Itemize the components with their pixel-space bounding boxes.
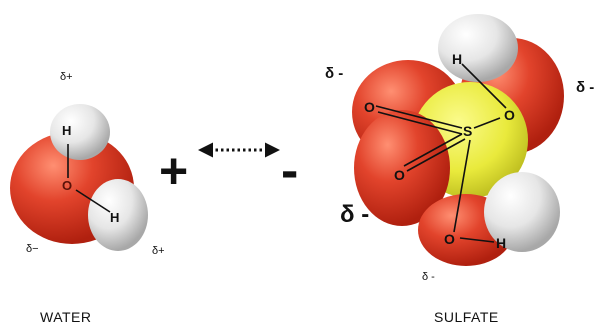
sulfate-bond-o-s-lower-1	[403, 133, 463, 167]
plus-sign: +	[159, 143, 188, 199]
sulfate-hydrogen-bottom-sphere	[484, 172, 560, 252]
sulfate-bond-o-s-left-1	[375, 105, 463, 129]
water-atom-h-right: H	[110, 210, 119, 225]
sulfate-atom-o-lower: O	[394, 167, 405, 183]
water-molecule: H O H δ+ δ− δ+	[10, 71, 165, 257]
sulfate-bond-s-o-bottom	[453, 139, 471, 233]
interaction: + -	[159, 142, 298, 200]
water-charge-top: δ+	[60, 71, 73, 83]
water-charge-bottom-left: δ−	[26, 243, 39, 255]
sulfate-bond-o-s-left-2	[377, 111, 463, 135]
sulfate-hydrogen-top-sphere	[438, 14, 518, 82]
sulfate-bond-h-o-top	[461, 63, 507, 109]
sulfate-charge-top-left: δ -	[325, 65, 343, 82]
sulfate-molecule: H O O S O O H δ - δ - δ - δ -	[325, 14, 594, 283]
sulfate-atom-o-left: O	[364, 99, 375, 115]
sulfate-charge-middle-left: δ -	[340, 201, 369, 228]
water-caption: WATER	[40, 309, 92, 325]
sulfate-atom-sulfur: S	[463, 123, 472, 139]
sulfate-atom-h-top: H	[452, 51, 462, 67]
minus-sign: -	[281, 142, 298, 200]
water-charge-bottom-right: δ+	[152, 245, 165, 257]
sulfate-atom-h-bottom: H	[496, 235, 506, 251]
water-hydrogen-top-sphere	[50, 104, 110, 160]
sulfate-bond-o-s-right	[473, 117, 501, 129]
sulfate-bond-o-s-lower-2	[406, 138, 466, 172]
water-atom-oxygen: O	[62, 178, 72, 193]
sulfate-atom-o-right: O	[504, 107, 515, 123]
sulfate-atom-o-bottom: O	[444, 231, 455, 247]
sulfate-charge-bottom: δ -	[422, 271, 435, 283]
water-bond-h-right	[75, 189, 111, 213]
sulfate-oxygen-lower-left-sphere	[354, 110, 450, 226]
water-atom-h-top: H	[62, 123, 71, 138]
sulfate-bond-o-h-bottom	[459, 237, 495, 243]
sulfate-charge-right: δ -	[576, 79, 594, 96]
sulfate-caption: SULFATE	[434, 309, 499, 325]
water-hydrogen-right-sphere	[88, 179, 148, 251]
